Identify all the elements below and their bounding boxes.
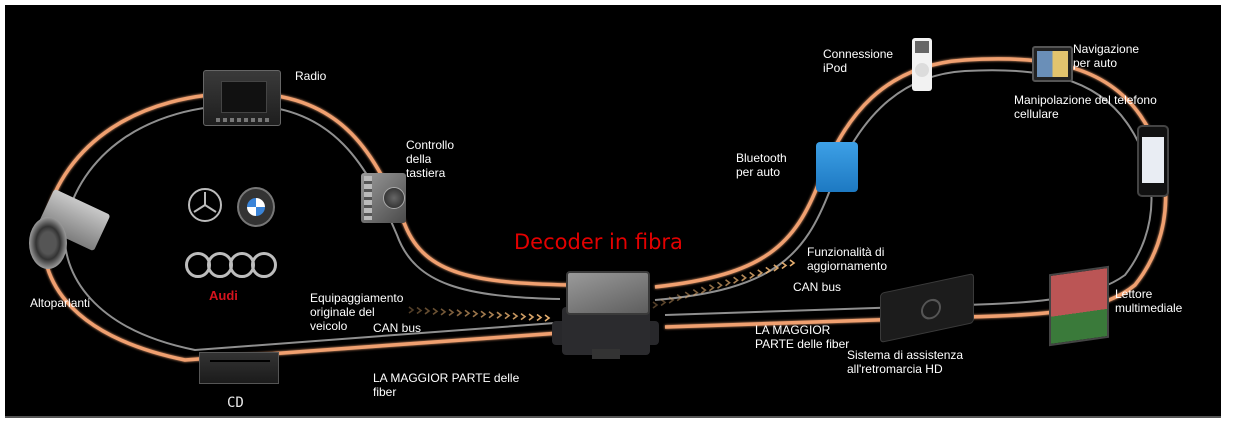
radio-screen (221, 81, 267, 113)
fiber-left-loop-orange (41, 91, 571, 362)
bottom-divider (5, 416, 1221, 418)
can-bus-chevron (512, 312, 519, 320)
can-bus-chevron (781, 261, 788, 270)
can-bus-chevron (472, 310, 479, 318)
label-fiber-right: LA MAGGIOR PARTE delle fiber (755, 323, 850, 351)
label-navigation: Navigazione per auto (1073, 42, 1140, 70)
can-bus-arrows-left (408, 306, 551, 322)
can-bus-chevron (652, 301, 659, 309)
radio-head-unit (203, 70, 281, 126)
can-bus-chevron (725, 279, 731, 287)
fiber-decoder-device (552, 271, 659, 359)
can-bus-chevron (448, 308, 455, 316)
can-bus-chevron (408, 306, 415, 314)
label-media-player: Lettore multimediale (1115, 287, 1183, 315)
smartphone-icon (1137, 125, 1169, 197)
diagram-canvas: Audi Decoder in fibra Radio Controllo de… (5, 5, 1221, 416)
can-bus-chevron (741, 274, 747, 282)
can-bus-chevron (676, 293, 683, 302)
label-keyboard-control: Controllo della tastiera (406, 138, 455, 180)
label-speakers: Altoparlanti (30, 296, 91, 310)
controller-buttons (364, 176, 372, 220)
can-bus-chevron (488, 311, 495, 319)
keyboard-controller-icon (361, 173, 406, 223)
can-bus-chevron (504, 312, 511, 320)
mercedes-logo-icon (188, 188, 222, 222)
can-bus-chevron (733, 276, 739, 284)
bluetooth-module-icon (816, 142, 858, 192)
can-bus-chevron (496, 311, 503, 319)
can-bus-chevron (668, 296, 675, 304)
can-bus-chevron (684, 291, 691, 299)
media-player-screen-icon (1049, 265, 1109, 347)
radio-buttons (216, 118, 270, 122)
controller-dial (383, 187, 405, 209)
label-upgrade: Funzionalità di aggiornamento (807, 245, 888, 273)
can-bus-arrows-right (652, 259, 796, 309)
speaker-icon (29, 217, 67, 269)
can-bus-chevron (464, 309, 471, 317)
audi-wordmark: Audi (209, 288, 238, 303)
can-bus-chevron (432, 307, 439, 316)
label-radio: Radio (295, 69, 327, 83)
diagram-title: Decoder in fibra (514, 230, 683, 254)
label-reverse-camera: Sistema di assistenza all'retromarcia HD (847, 348, 964, 376)
navigation-tablet-icon (1032, 46, 1073, 82)
can-bus-chevron (480, 310, 487, 318)
label-ipod: Connessione iPod (823, 47, 894, 75)
bmw-logo-icon (237, 187, 275, 227)
can-bus-chevron (789, 259, 796, 267)
label-can-bus-right: CAN bus (793, 280, 842, 294)
can-bus-chevron (749, 271, 756, 279)
can-bus-chevron (536, 313, 543, 322)
label-phone: Manipolazione del telefono cellulare (1014, 93, 1157, 121)
can-bus-chevron (660, 298, 667, 307)
can-bus-chevron (416, 306, 423, 315)
can-bus-chevron (440, 308, 447, 316)
can-bus-chevron (692, 289, 699, 297)
ipod-icon (912, 38, 932, 91)
label-can-bus-left: CAN bus (373, 321, 422, 335)
label-bluetooth: Bluetooth per auto (736, 151, 787, 179)
can-bus-chevron (765, 266, 772, 275)
label-cd: CD (227, 395, 244, 411)
audi-rings-icon (185, 252, 277, 280)
can-bus-chevron (544, 314, 551, 322)
can-bus-chevron (773, 264, 780, 272)
can-bus-chevron (528, 313, 535, 321)
can-bus-chevron (520, 312, 527, 321)
can-bus-chevron (456, 309, 463, 317)
label-original-equipment: Equipaggiamento originale del veicolo (310, 291, 404, 333)
can-bus-chevron (708, 284, 715, 292)
label-fiber-left: LA MAGGIOR PARTE delle fiber (373, 371, 520, 399)
can-bus-chevron (757, 269, 764, 277)
can-bus-chevron (700, 286, 707, 294)
cd-player-icon (199, 352, 279, 384)
can-bus-chevron (424, 307, 431, 315)
can-bus-chevron (716, 281, 723, 289)
